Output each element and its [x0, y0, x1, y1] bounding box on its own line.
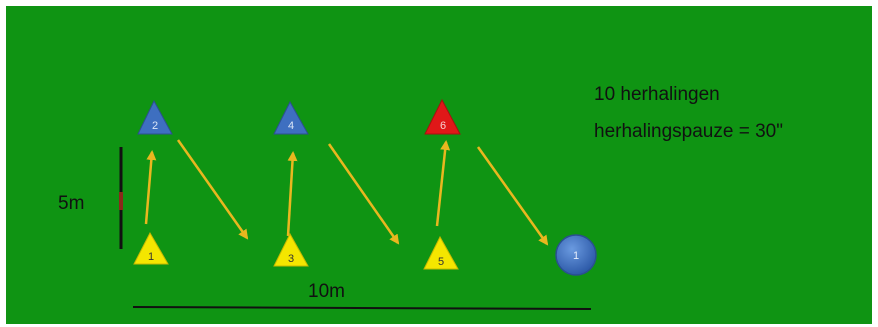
drill-info: 10 herhalingen herhalingspauze = 30" — [594, 76, 783, 150]
cone-1: 1 — [133, 231, 169, 265]
path-arrow-5-to-6 — [435, 140, 451, 227]
dimension-line-5m-mark — [119, 192, 123, 210]
rest-pause-text: herhalingspauze = 30" — [594, 121, 783, 142]
pitch-background — [6, 6, 872, 324]
cone-4: 4 — [273, 100, 309, 135]
cone-5-number: 5 — [438, 256, 444, 268]
ball: 1 — [555, 234, 597, 276]
ball-number: 1 — [573, 250, 579, 262]
path-arrow-4-to-5 — [327, 143, 400, 245]
path-arrow-2-to-3 — [176, 139, 249, 240]
running-path — [144, 139, 549, 246]
cone-1-number: 1 — [148, 251, 154, 263]
cone-6: 6 — [424, 98, 461, 135]
cone-3-number: 3 — [288, 253, 294, 265]
cone-3: 3 — [273, 232, 309, 267]
cone-5: 5 — [423, 235, 459, 270]
cone-2-number: 2 — [152, 120, 158, 132]
path-arrow-6-to-ball — [476, 146, 549, 246]
repetitions-text: 10 herhalingen — [594, 84, 720, 105]
path-arrow-1-to-2 — [144, 150, 157, 225]
dimension-label-5m: 5m — [58, 193, 85, 214]
path-arrow-3-to-4 — [286, 151, 298, 237]
dimension-line-10m — [132, 306, 592, 310]
cone-6-number: 6 — [440, 120, 446, 132]
cone-4-number: 4 — [288, 120, 294, 132]
dimension-label-10m: 10m — [308, 281, 345, 302]
cone-2: 2 — [137, 99, 173, 135]
